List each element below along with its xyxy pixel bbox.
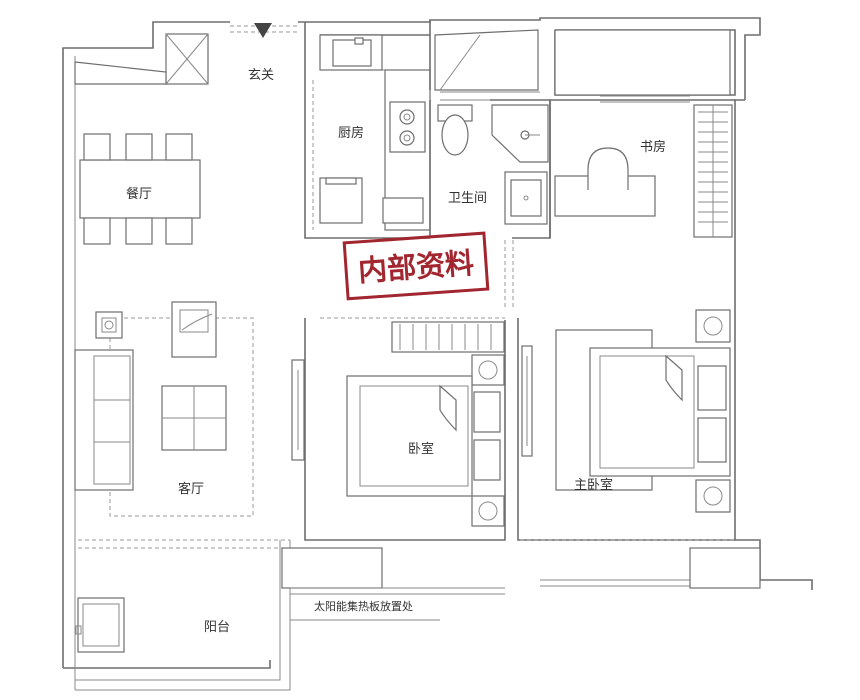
pillow-icon bbox=[697, 365, 727, 411]
fridge-icon bbox=[319, 177, 363, 224]
room-label-study: 书房 bbox=[640, 139, 666, 154]
bedroom bbox=[346, 321, 533, 527]
pillow-icon bbox=[697, 417, 727, 463]
entrance-arrow-icon bbox=[254, 23, 272, 38]
room-labels: 玄关 厨房 卫生间 书房 餐厅 客厅 卧室 主卧室 阳台 太阳能集热板放置处 bbox=[126, 67, 666, 634]
room-label-living: 客厅 bbox=[178, 481, 204, 496]
study-chair-icon bbox=[587, 147, 629, 190]
room-label-balcony: 阳台 bbox=[204, 619, 230, 634]
chair-icon bbox=[125, 217, 153, 245]
bed-icon bbox=[346, 375, 473, 497]
room-label-entrance: 玄关 bbox=[248, 67, 274, 82]
sink-icon bbox=[332, 39, 372, 67]
nightstand-icon bbox=[695, 309, 731, 343]
bookshelf-hangers bbox=[698, 111, 728, 223]
sofa-icon bbox=[74, 349, 134, 491]
room-label-kitchen: 厨房 bbox=[338, 125, 364, 140]
foyer-cabinet bbox=[74, 33, 209, 85]
internal-document-stamp: 内部资料 bbox=[342, 231, 490, 301]
chair-icon bbox=[165, 217, 193, 245]
room-label-bedroom: 卧室 bbox=[408, 441, 434, 456]
room-label-master-bedroom: 主卧室 bbox=[574, 477, 613, 492]
nightstand-icon bbox=[471, 495, 505, 527]
plant-icon bbox=[95, 311, 123, 339]
living-room bbox=[74, 301, 305, 549]
pillow-icon bbox=[473, 439, 501, 481]
armchair-icon bbox=[171, 301, 217, 358]
bathroom bbox=[429, 99, 551, 239]
kitchen bbox=[304, 22, 431, 239]
chair-icon bbox=[165, 133, 193, 161]
study bbox=[549, 29, 736, 238]
room-label-dining: 餐厅 bbox=[126, 186, 152, 201]
chair-icon bbox=[83, 217, 111, 245]
toilet-icon bbox=[441, 114, 469, 156]
interior-walls bbox=[304, 240, 735, 541]
balcony bbox=[75, 547, 761, 653]
pillow-icon bbox=[473, 391, 501, 433]
solar-panel-note: 太阳能集热板放置处 bbox=[314, 599, 413, 613]
stamp-text: 内部资料 bbox=[357, 246, 475, 288]
nightstand-icon bbox=[695, 479, 731, 513]
room-label-bathroom: 卫生间 bbox=[448, 190, 487, 205]
washing-machine-icon bbox=[77, 597, 125, 653]
dining bbox=[79, 133, 201, 245]
nightstand-icon bbox=[471, 354, 505, 386]
storage-top bbox=[429, 20, 540, 101]
chair-icon bbox=[83, 133, 111, 161]
entrance-door bbox=[230, 23, 298, 38]
shower-icon bbox=[491, 104, 549, 163]
wardrobe-icon bbox=[391, 321, 505, 353]
master-bedroom bbox=[555, 309, 731, 513]
chair-icon bbox=[125, 133, 153, 161]
stamp-border bbox=[342, 231, 490, 301]
